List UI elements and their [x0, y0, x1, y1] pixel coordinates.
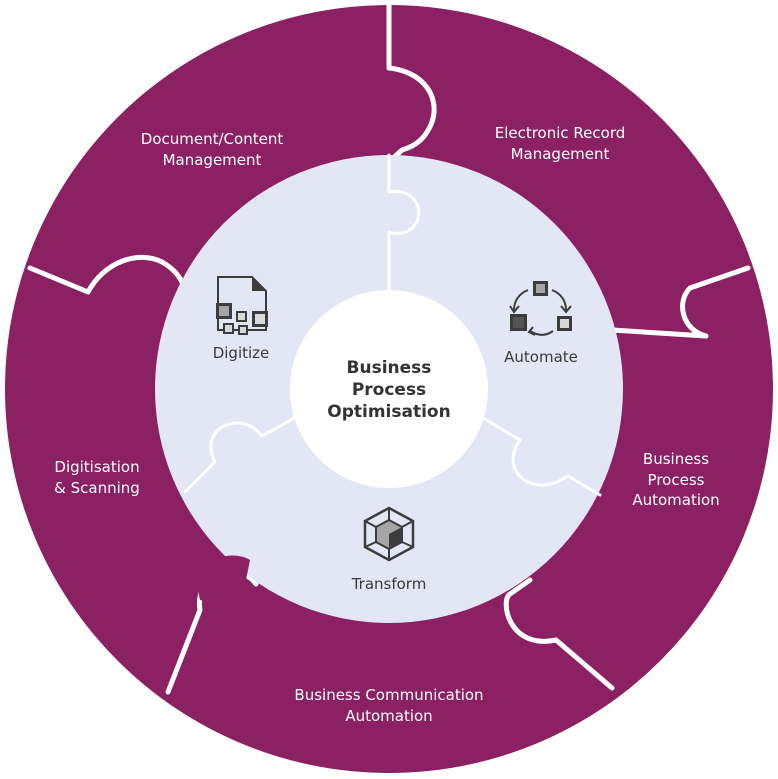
- inner-segment-digitize: Digitize: [213, 276, 270, 362]
- inner-knob-bottom-left: [198, 555, 250, 610]
- outer-label-doc-content-line2: Management: [163, 151, 262, 169]
- inner-segment-automate: Automate: [504, 281, 578, 366]
- outer-seam-top: [386, 2, 437, 165]
- document-grid-icon: [216, 276, 268, 335]
- outer-label-digitisation-line1: Digitisation: [54, 458, 139, 476]
- outer-segment-digitisation: Digitisation & Scanning: [54, 458, 140, 497]
- center-circle: [290, 290, 488, 488]
- inner-label-automate: Automate: [504, 348, 578, 366]
- outer-label-electronic-record-line2: Management: [511, 145, 610, 163]
- outer-segment-electronic-record: Electronic Record Management: [495, 124, 626, 163]
- outer-seam-bottom-right: [503, 577, 615, 691]
- inner-seam-top: [387, 153, 421, 297]
- outer-label-bca-line1: Business Communication: [294, 686, 483, 704]
- inner-seam-right: [476, 413, 602, 497]
- center-hub: Business Process Optimisation: [290, 290, 488, 488]
- outer-label-digitisation-line2: & Scanning: [54, 479, 140, 497]
- outer-label-electronic-record-line1: Electronic Record: [495, 124, 626, 142]
- inner-label-transform: Transform: [351, 575, 427, 593]
- center-title-line3: Optimisation: [327, 402, 450, 422]
- cycle-arrows-icon: [509, 281, 572, 336]
- outer-label-bpa-line3: Automation: [632, 491, 719, 509]
- hexagon-cube-icon: [363, 506, 415, 562]
- outer-seam-left: [27, 255, 187, 295]
- outer-label-doc-content-line1: Document/Content: [141, 130, 284, 148]
- inner-seam-left: [183, 413, 302, 494]
- outer-label-bpa-line2: Process: [648, 471, 705, 489]
- outer-segment-bpa: Business Process Automation: [632, 450, 719, 509]
- outer-label-bca-line2: Automation: [345, 707, 432, 725]
- inner-segment-transform: Transform: [351, 506, 427, 593]
- center-title-line2: Process: [352, 380, 426, 400]
- outer-seam-right: [597, 265, 751, 353]
- center-title-line1: Business: [347, 358, 432, 378]
- outer-segment-bca: Business Communication Automation: [294, 686, 483, 725]
- inner-label-digitize: Digitize: [213, 344, 270, 362]
- outer-label-bpa-line1: Business: [643, 450, 709, 468]
- outer-segment-document-content: Document/Content Management: [141, 130, 284, 169]
